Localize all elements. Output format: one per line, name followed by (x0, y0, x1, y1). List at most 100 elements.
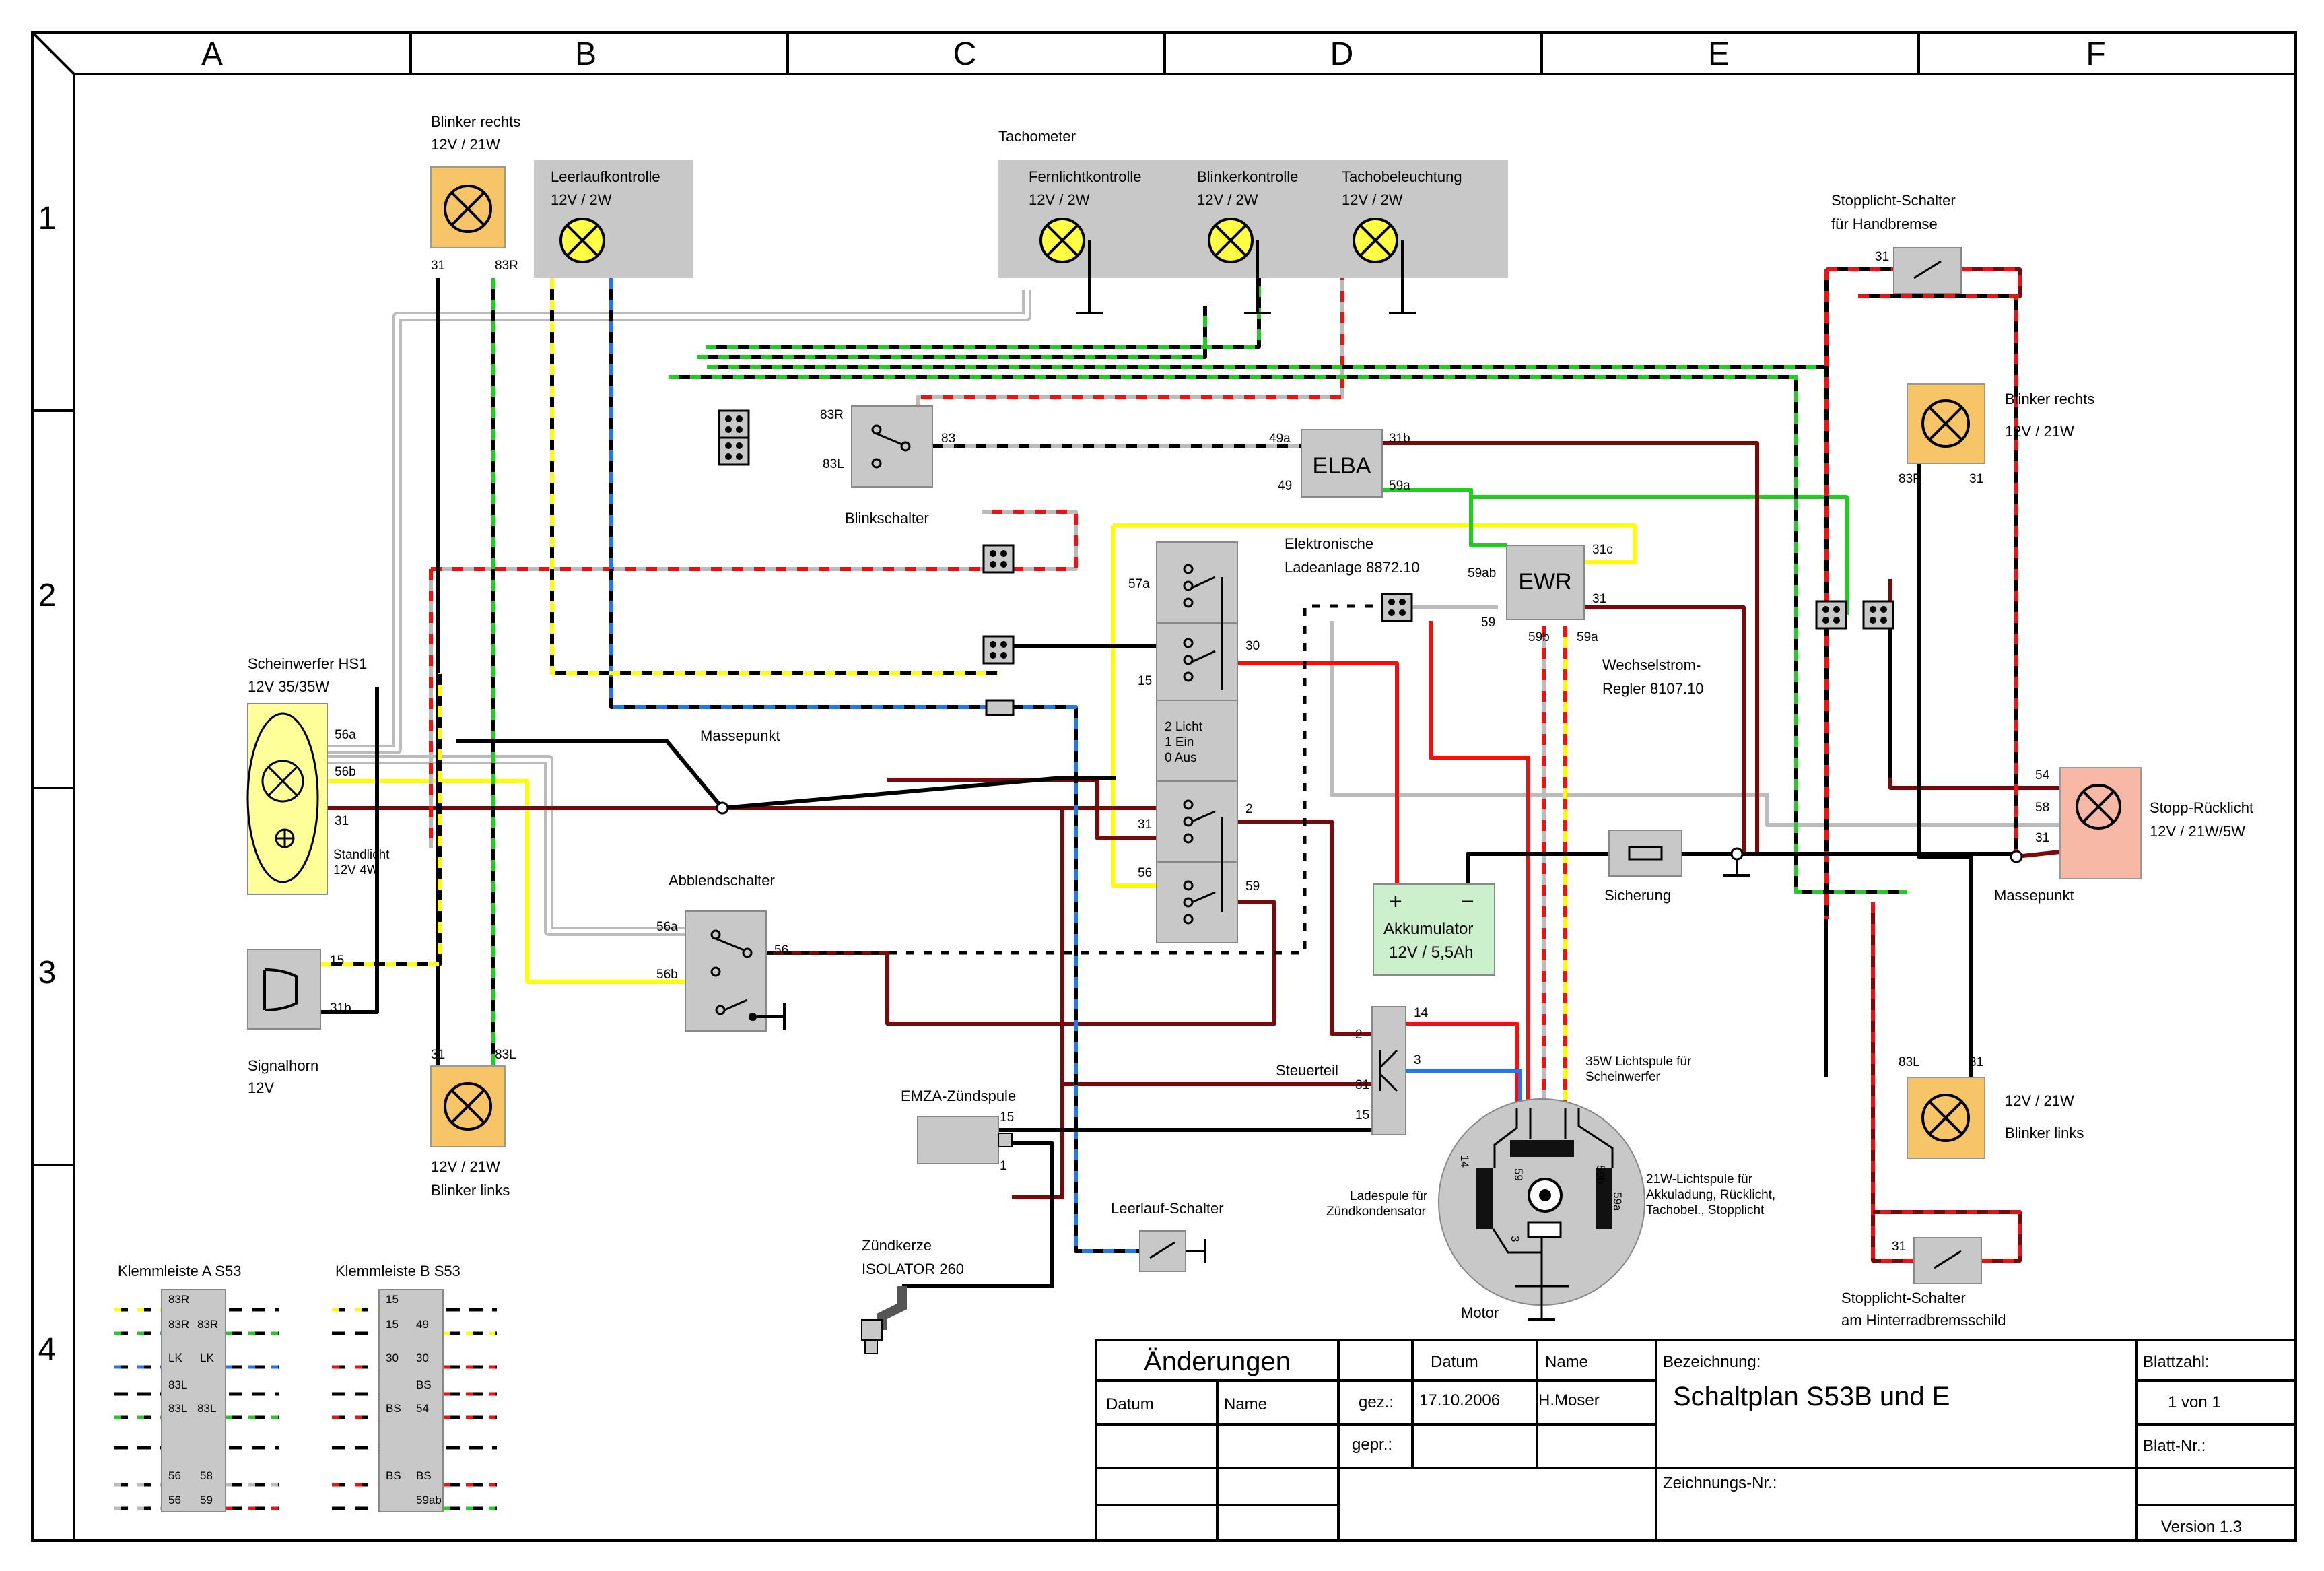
wire-black-green-rear-stripe (707, 365, 1828, 615)
terminal-label: 83L (168, 1402, 187, 1415)
version-label: Version 1.3 (2161, 1518, 2242, 1536)
wire-grey-red-fern-stripe (431, 510, 1078, 571)
title-block: Änderungen Datum Name Datum Name gez.: 1… (1095, 1339, 2297, 1542)
wire-black-batt-minus (1466, 852, 1609, 884)
terminal-label: 83L (168, 1378, 187, 1391)
stopp-ruecklicht-rating: 12V / 21W/5W (2150, 823, 2245, 840)
connector-pin (1880, 617, 1887, 624)
terminal-label: BS (386, 1402, 401, 1415)
terminal-label: 83R (168, 1293, 189, 1306)
bezeichnung-value: Schaltplan S53B und E (1673, 1382, 1950, 1411)
leerlaufkontrolle: Leerlaufkontrolle 12V / 2W (534, 160, 693, 278)
connector-pin (725, 442, 732, 449)
motor: 14 59 59b 59a 3 Motor 35W Lichtspule für… (1326, 1055, 1775, 1321)
leerlaufkontrolle-rating: 12V / 2W (551, 191, 612, 208)
wire-blue-3 (1406, 1069, 1522, 1108)
tachometer: Tachometer Fernlichtkontrolle 12V / 2W B… (998, 128, 1508, 314)
blinkschalter-title: Blinkschalter (845, 510, 929, 527)
blatt-nr-label: Blatt-Nr.: (2143, 1437, 2206, 1455)
connector-pin (1822, 617, 1829, 624)
pin-label: 31 (2035, 831, 2049, 845)
aenderungen-name-col: Name (1224, 1395, 1267, 1413)
zuendschloss-legend-1: 1 Ein (1165, 735, 1194, 749)
terminal-label: 83L (197, 1402, 216, 1415)
blinker-links-front-rating: 12V / 21W (431, 1158, 500, 1175)
stopplicht-hand: Stopplicht-Schalter für Handbremse 31 (1831, 192, 1962, 294)
grid-col-b: B (575, 36, 596, 72)
junction (1730, 847, 1744, 861)
stopplicht-hand-line2: für Handbremse (1831, 215, 1938, 232)
grid-col-d: D (1330, 36, 1354, 72)
grid-row-1: 1 (38, 201, 57, 236)
pin-label: 83 (941, 432, 955, 446)
pin-label: 49a (1269, 432, 1291, 446)
grid-col-e: E (1708, 36, 1730, 72)
grid-row-4: 4 (38, 1332, 57, 1368)
scheinwerfer-title: Scheinwerfer HS1 (248, 655, 367, 672)
pin-label: 59 (1245, 879, 1260, 894)
connector-pin (1833, 606, 1840, 613)
ground-icon (1076, 240, 1416, 314)
pin-label: 31 (1138, 817, 1152, 832)
signalhorn-title: Signalhorn (248, 1057, 318, 1074)
motor-title: Motor (1461, 1304, 1499, 1321)
ewr: EWR 59ab 31c 31 59 59b 59a Wechselstrom-… (1468, 543, 1703, 697)
lamp-icon (1208, 218, 1254, 263)
grid-col-c: C (953, 36, 977, 72)
steuerteil-title: Steuerteil (1276, 1062, 1338, 1079)
terminal-label: LK (168, 1351, 182, 1364)
steuerteil: Steuerteil 2 31 14 3 15 (1276, 1006, 1429, 1135)
wire-grey-56a-core (327, 290, 1029, 751)
wire-brown-red-rear-stop (1871, 902, 1914, 1263)
pin-label: 83R (1899, 472, 1922, 486)
ladeanlage-line1: Elektronische (1285, 535, 1373, 552)
connector-pin (736, 415, 743, 422)
connector-pin (1399, 609, 1406, 616)
emza-zuendspule: EMZA-Zündspule 15 1 (901, 1088, 1016, 1173)
stopplicht-hand-line1: Stopplicht-Schalter (1831, 192, 1956, 209)
gez-label: gez.: (1359, 1393, 1394, 1411)
pin-label: 59 (1481, 615, 1495, 630)
wire-brown-31 (1584, 605, 1746, 854)
wire-black-green-blink-stripe (697, 306, 1207, 359)
pin-label: 59a (1389, 479, 1410, 493)
grid-row-3: 3 (38, 955, 57, 991)
ewr-desc-line2: Regler 8107.10 (1602, 680, 1703, 697)
blinkerkontrolle-title: Blinkerkontrolle (1197, 168, 1298, 185)
fernlichtkontrolle-rating: 12V / 2W (1029, 191, 1090, 208)
connector-pin (1000, 641, 1007, 648)
pin-label: 31 (1969, 472, 1983, 486)
ewr-desc-line1: Wechselstrom- (1602, 657, 1701, 673)
tachobeleuchtung-title: Tachobeleuchtung (1342, 168, 1462, 185)
headlamp-icon (261, 760, 304, 803)
pin-label: 15 (330, 954, 344, 968)
terminal-label: 54 (416, 1402, 429, 1415)
wire-green-ewr-rear (1471, 495, 1849, 615)
wire-yellow-31c (1113, 523, 1637, 564)
zuendschloss-legend-2: 2 Licht (1165, 720, 1203, 734)
klemmleiste-a: Klemmleiste A S53 83R 83R 83R LK LK 83L … (118, 1263, 241, 1512)
grid-col-a: A (201, 36, 223, 72)
pin-label: 31 (1969, 1055, 1983, 1069)
wire-yellow-56b (327, 779, 685, 984)
terminal-label: 15 (386, 1318, 399, 1331)
pin-label: 3 (1509, 1236, 1522, 1242)
blinker-rechts-front: Blinker rechts 12V / 21W 31 83R (430, 113, 520, 273)
grid-row-2: 2 (38, 578, 57, 613)
signalhorn: Signalhorn 12V 15 31b (247, 949, 351, 1096)
terminal-label: 59ab (416, 1494, 442, 1506)
pin-label: 31b (1389, 432, 1410, 446)
stopplicht-hinterrad-line1: Stopplicht-Schalter (1841, 1290, 1966, 1306)
wire-brown-59 (766, 900, 1276, 1026)
pin-label: 31 (1592, 592, 1606, 606)
switch-icon (1934, 1250, 1962, 1269)
connector-pin (736, 442, 743, 449)
name-header: Name (1545, 1353, 1588, 1371)
stopp-ruecklicht: Stopp-Rücklicht 12V / 21W/5W 54 58 31 (2035, 767, 2253, 879)
pin-label: 2 (1245, 802, 1253, 816)
aenderungen-header: Änderungen (1144, 1347, 1291, 1376)
switch-icon (1149, 1241, 1175, 1259)
pin-label: 54 (2035, 768, 2050, 782)
pin-label: 56 (1138, 866, 1152, 880)
standlicht-rating: 12V 4W (333, 863, 379, 877)
